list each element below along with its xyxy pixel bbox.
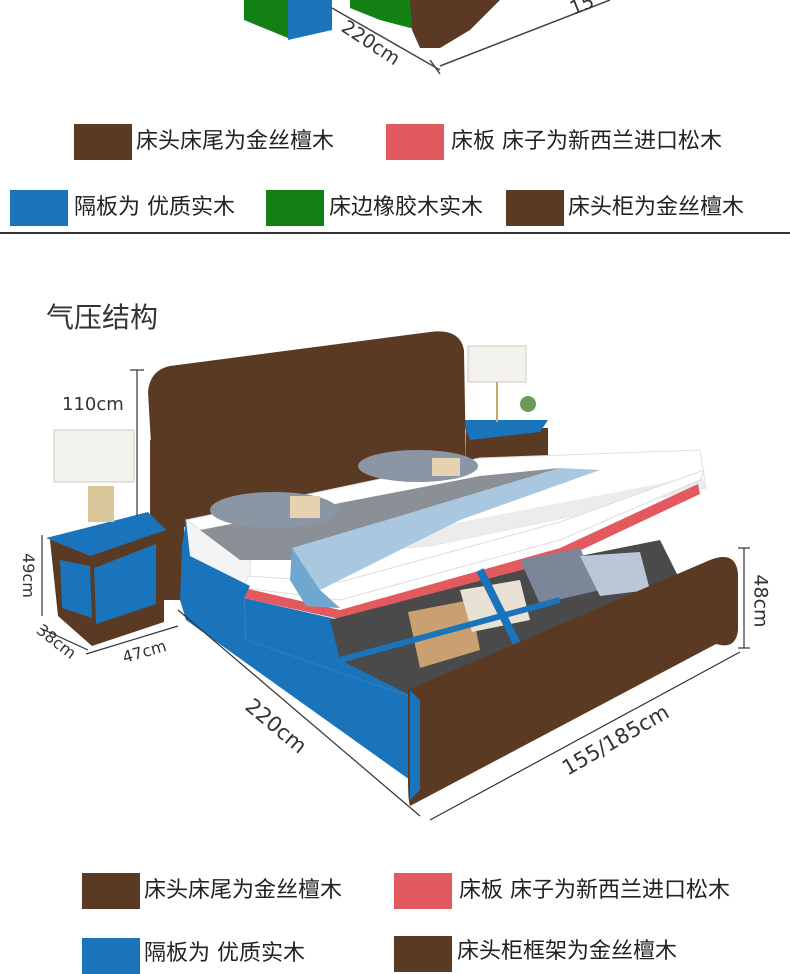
left-nightstand-top [46,512,166,556]
rubberwood-rail-green [244,0,288,38]
bed-side-rail [180,520,420,780]
legend-label-partition: 隔板为 优质实木 [74,195,235,220]
bottom-legend-swatch-blue [82,938,140,974]
dim-headboard-height: 110cm [62,394,124,415]
dim-line-nightstand-w [85,625,179,655]
section-title: 气压结构 [46,301,159,334]
left-lamp-shade [53,429,135,483]
dim-line-nightstand-d [39,627,89,651]
plant-icon [520,396,536,412]
rubberwood-rail-green-2 [350,0,418,30]
dim-footboard-height: 48cm [749,574,772,628]
blanket [200,468,560,560]
legend-swatch-green [266,190,324,226]
bottom-legend-label-partition: 隔板为 优质实木 [144,941,305,966]
length-dim-line [331,7,441,71]
legend-swatch-pine [386,124,444,160]
legend-label-board: 床板 床子为新西兰进口松木 [451,129,722,154]
legend-swatch-walnut [74,124,132,160]
legend-swatch-walnut-2 [506,190,564,226]
bottom-legend-swatch-pine [394,873,452,909]
legend-label-head-foot: 床头床尾为金丝檀木 [136,129,335,154]
right-nightstand-top [462,420,548,440]
dim-line-width [429,651,741,821]
dim-nightstand-height: 49cm [18,553,38,598]
dim-line-length [177,609,421,817]
bottom-legend-label-head-foot: 床头床尾为金丝檀木 [144,878,343,903]
bottom-legend-label-nightstand-frame: 床头柜框架为金丝檀木 [457,939,678,964]
section-divider [0,232,790,234]
width-dim-line [439,0,611,67]
slat-blue-panel [288,0,332,40]
legend-label-nightstand: 床头柜为金丝檀木 [568,195,745,220]
right-lamp-shade [467,345,527,383]
footboard-walnut [410,0,500,48]
footboard [408,557,738,806]
bottom-legend-swatch-walnut [82,873,140,909]
pine-board [244,484,700,620]
legend-swatch-blue [10,190,68,226]
bottom-legend-label-board: 床板 床子为新西兰进口松木 [459,878,730,903]
legend-label-rubberwood: 床边橡胶木实木 [329,195,484,220]
bottom-legend-swatch-walnut-2 [394,936,452,972]
